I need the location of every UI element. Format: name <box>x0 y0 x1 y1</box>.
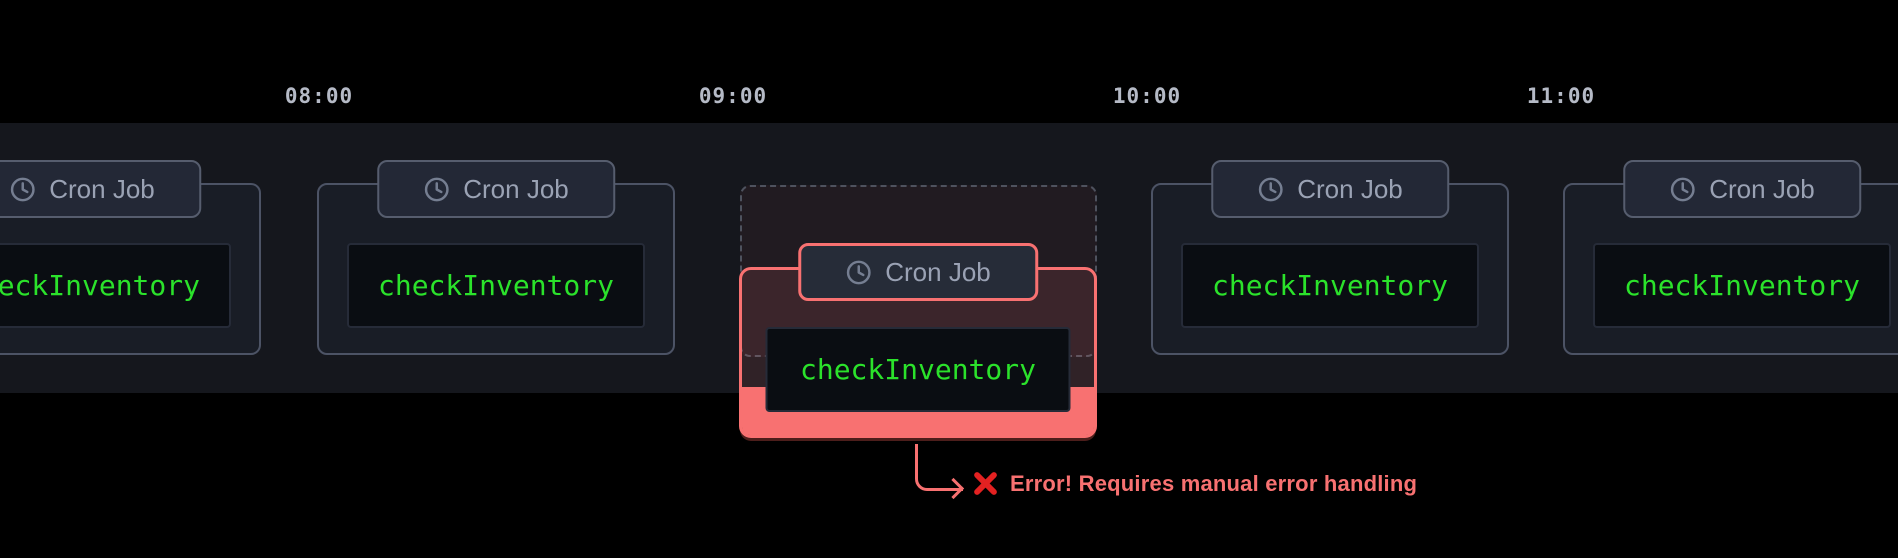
clock-icon <box>10 177 35 201</box>
cron-job-card-0700: Cron Job checkInventory <box>0 160 261 460</box>
job-name-text: checkInventory <box>377 269 614 302</box>
job-name-text: checkInventory <box>799 353 1036 386</box>
cross-mark-icon <box>974 472 997 495</box>
job-name-text: checkInventory <box>0 269 200 302</box>
cron-job-badge-label: Cron Job <box>1297 173 1403 204</box>
time-tick-0800: 08:00 <box>284 84 354 108</box>
job-name-text: checkInventory <box>1211 269 1448 302</box>
time-tick-1100: 11:00 <box>1526 84 1596 108</box>
error-message: Error! Requires manual error handling <box>1010 470 1418 496</box>
cron-job-card-0800: Cron Job checkInventory <box>317 160 675 460</box>
time-tick-0900: 09:00 <box>698 84 768 108</box>
cron-job-badge-label: Cron Job <box>49 173 155 204</box>
job-name-box: checkInventory <box>347 243 645 328</box>
cron-job-badge-label: Cron Job <box>1709 173 1815 204</box>
cron-job-card-0900-failed: Cron Job checkInventory <box>739 160 1097 460</box>
clock-icon <box>424 177 449 201</box>
cron-job-card-1100: Cron Job checkInventory <box>1563 160 1898 460</box>
error-annotation: Error! Requires manual error handling <box>972 470 1417 497</box>
clock-icon <box>1670 177 1695 201</box>
cron-job-badge: Cron Job <box>377 160 615 218</box>
job-name-box: checkInventory <box>0 243 231 328</box>
cron-job-badge: Cron Job <box>1623 160 1861 218</box>
clock-icon <box>846 260 871 284</box>
job-name-box: checkInventory <box>1593 243 1891 328</box>
time-tick-1000: 10:00 <box>1112 84 1182 108</box>
cron-job-badge: Cron Job <box>798 243 1038 301</box>
job-name-box: checkInventory <box>1181 243 1479 328</box>
clock-icon <box>1258 177 1283 201</box>
error-connector-line <box>915 444 963 491</box>
cron-job-badge-label: Cron Job <box>463 173 569 204</box>
cron-job-card-1000: Cron Job checkInventory <box>1151 160 1509 460</box>
cron-job-badge-label: Cron Job <box>885 256 991 287</box>
job-name-text: checkInventory <box>1623 269 1860 302</box>
cron-job-badge: Cron Job <box>0 160 201 218</box>
job-name-box: checkInventory <box>765 327 1071 412</box>
cron-job-badge: Cron Job <box>1211 160 1449 218</box>
